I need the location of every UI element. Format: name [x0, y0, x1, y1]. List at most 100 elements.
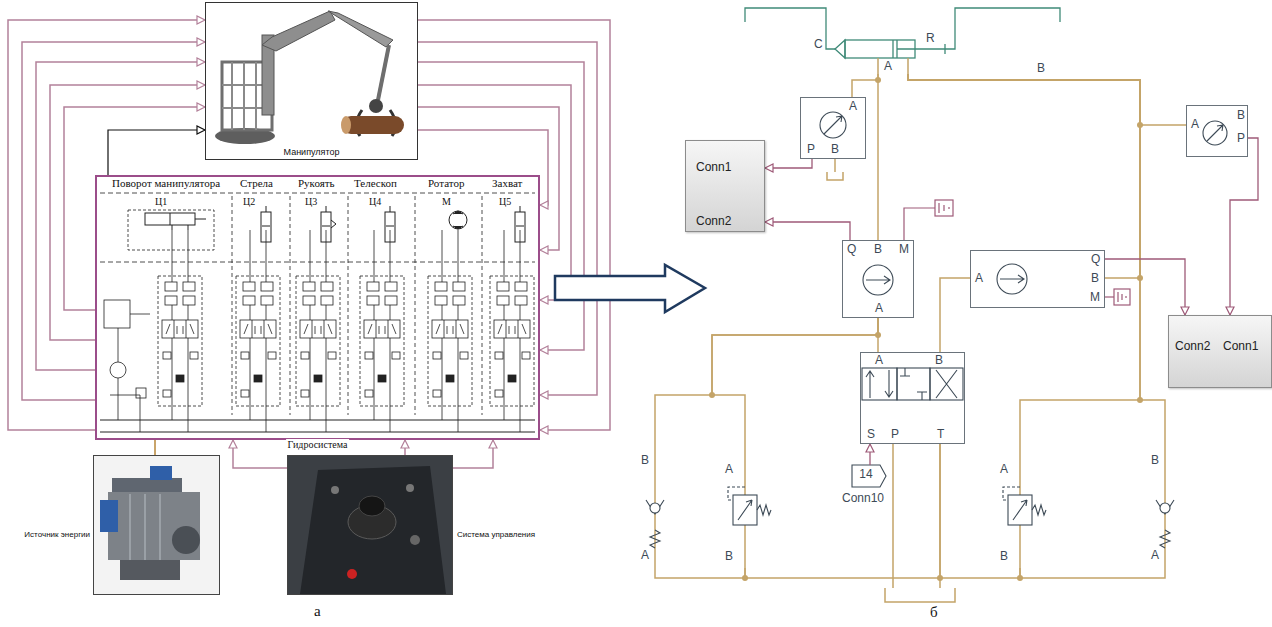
block-caption: Манипулятор	[206, 147, 417, 157]
connector	[1105, 259, 1189, 315]
port-label: B	[1037, 62, 1045, 76]
connector	[940, 278, 970, 352]
port-label: A	[875, 354, 883, 368]
arrow-head	[540, 391, 548, 399]
arrow-head	[197, 58, 205, 66]
arrow-head	[540, 346, 548, 354]
engine-picture	[94, 456, 219, 594]
connector-line	[765, 222, 850, 240]
connector-line	[877, 74, 879, 240]
port-label: M	[899, 243, 909, 257]
connector-line	[22, 42, 205, 400]
connector-line	[940, 278, 970, 352]
image-block: Манипулятор	[205, 2, 418, 160]
port-label: B	[1237, 109, 1245, 123]
connector	[229, 440, 287, 468]
section-header: Телескоп	[354, 177, 397, 190]
block-caption: Система управления	[457, 530, 535, 539]
arrow-head	[401, 440, 409, 448]
port-label: M	[1090, 291, 1100, 305]
connector	[866, 444, 874, 465]
arrow-head	[540, 201, 548, 209]
port-label: B	[935, 354, 943, 368]
connector-line	[1105, 259, 1185, 315]
connector-line	[908, 74, 1165, 452]
port-label: Conn10	[842, 492, 884, 506]
port-label: S	[867, 428, 875, 442]
port-label: Conn1	[696, 161, 731, 175]
valve-symbol	[862, 368, 963, 400]
connector	[108, 126, 205, 175]
section-header: Стрела	[240, 177, 273, 190]
connector-line	[712, 318, 878, 455]
connector	[878, 74, 879, 240]
junction-dots	[709, 77, 1143, 581]
subsystem-block: Conn1Conn2	[685, 140, 765, 232]
connector	[418, 42, 597, 399]
arrow-head	[197, 103, 205, 111]
section-header: Рукоять	[298, 177, 335, 190]
image-block: Источник энергии	[93, 455, 220, 595]
arrow-head	[197, 126, 205, 134]
connector-line	[418, 130, 548, 205]
connector	[50, 81, 205, 340]
connector-line	[64, 107, 205, 310]
connector-line	[418, 107, 559, 250]
subsystem-block: Conn2 Conn1	[1168, 315, 1272, 388]
port-label: Conn2	[1175, 340, 1210, 354]
port-label: B	[874, 243, 882, 257]
terminator-symbols	[904, 200, 1130, 305]
connector	[712, 318, 878, 455]
arrow-head	[866, 444, 874, 452]
check-valve: BA	[638, 452, 668, 565]
port-label: A	[849, 100, 857, 114]
port-label: 14	[852, 468, 880, 482]
part-label: М	[442, 196, 451, 208]
hydraulic-scheme	[97, 177, 538, 438]
port-label: B	[1000, 550, 1008, 564]
flow-sensor: QBMA	[842, 240, 914, 318]
hydraulic-symbols	[745, 8, 1060, 58]
port-label: A	[1191, 118, 1199, 132]
connector-line	[908, 74, 1186, 125]
panel-letter: а	[314, 603, 321, 620]
port-label: Conn2	[696, 215, 731, 229]
connector	[418, 62, 584, 354]
connector-line	[655, 318, 878, 452]
connector-line	[418, 62, 584, 350]
pressure-sensor: APB	[800, 97, 866, 159]
connector	[36, 58, 205, 370]
section-header: Поворот манипулятора	[112, 177, 220, 190]
connector	[765, 159, 812, 172]
connector-line	[154, 440, 156, 455]
connector	[418, 85, 571, 304]
image-block: Система управления	[287, 455, 453, 595]
connector	[453, 440, 497, 468]
port-label: A	[1151, 549, 1159, 563]
transition-arrow	[555, 265, 705, 312]
joystick-picture	[288, 456, 452, 594]
arrow-head	[197, 16, 205, 24]
connector-line	[908, 74, 1140, 455]
port-label: A	[875, 302, 883, 316]
port-label: P	[1237, 132, 1245, 146]
connector	[908, 74, 1140, 278]
connector-line	[8, 20, 205, 430]
arrow-head	[197, 38, 205, 46]
port-label: Conn1	[1223, 340, 1258, 354]
block-caption: Источник энергии	[24, 530, 90, 539]
connector-line	[655, 565, 745, 578]
port-label: R	[926, 32, 935, 46]
arrow-head	[540, 246, 548, 254]
connector	[852, 74, 878, 97]
connector-line	[453, 440, 493, 468]
port-label: A	[884, 60, 892, 74]
port-label: B	[641, 454, 649, 468]
port-label: B	[725, 550, 733, 564]
directional-valve: ABSPT	[860, 352, 965, 444]
connector	[908, 74, 1186, 125]
port-label: T	[937, 428, 944, 442]
